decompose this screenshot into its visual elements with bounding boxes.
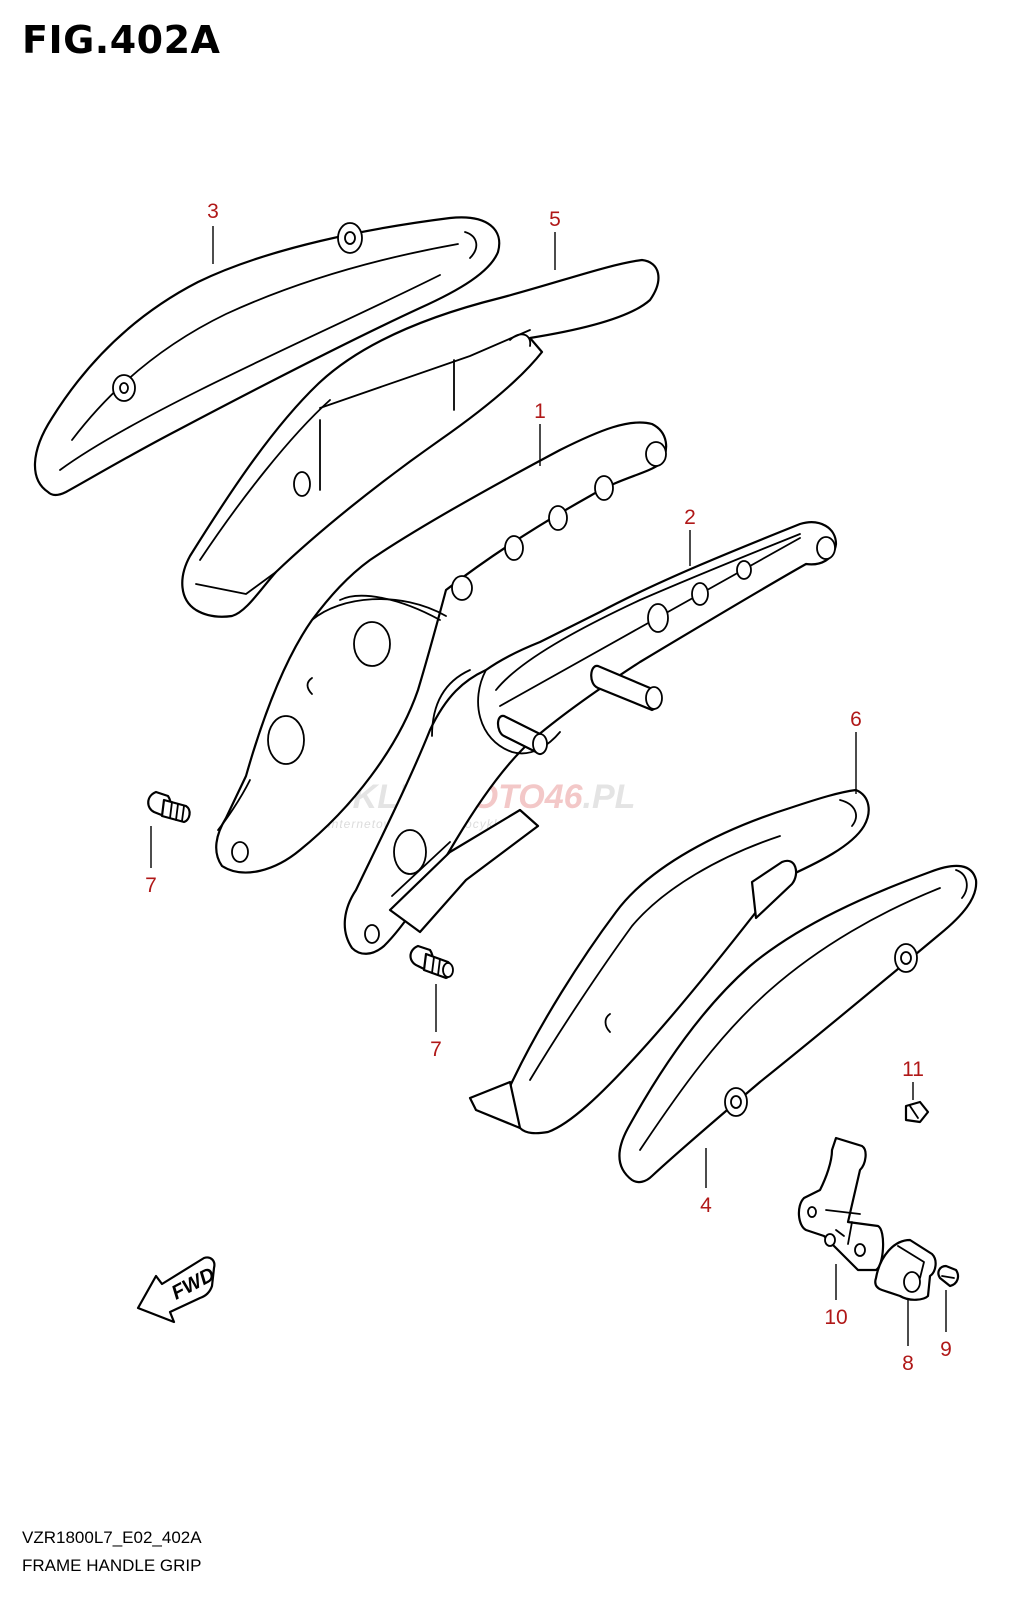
fwd-direction-arrow: FWD (136, 1256, 219, 1324)
watermark-brand-suffix: .PL (583, 778, 636, 816)
part-9-screw (937, 1264, 960, 1288)
callout-7-left: 7 (145, 874, 157, 897)
part-4-grip-cover (618, 864, 978, 1184)
figure-model-code: VZR1800L7_E02_402A (22, 1528, 202, 1547)
figure-title: FIG.402A (22, 18, 221, 62)
callout-4: 4 (700, 1194, 712, 1217)
callout-3: 3 (207, 200, 219, 223)
leader-lines (150, 226, 947, 1346)
part-11-bolt (904, 1100, 930, 1124)
part-6-handle-cover (468, 788, 870, 1135)
part-3-grip-cover (33, 216, 501, 497)
part-10-mounting-plate (797, 1136, 885, 1272)
part-8-clamp (874, 1238, 937, 1301)
callout-10: 10 (824, 1306, 847, 1329)
part-2-bracket (343, 521, 838, 955)
callout-8: 8 (902, 1352, 914, 1375)
figure-name: FRAME HANDLE GRIP (22, 1556, 202, 1575)
callout-5: 5 (549, 208, 561, 231)
part-7-bolt-left (147, 790, 191, 824)
callouts: 3 5 1 2 6 7 7 11 4 10 8 9 (145, 200, 952, 1375)
callout-11: 11 (902, 1058, 924, 1081)
callout-6: 6 (850, 708, 862, 731)
part-5-handle-cover (181, 258, 660, 618)
part-7-bolt-center (409, 944, 454, 980)
part-1-bracket (215, 421, 668, 874)
callout-2: 2 (684, 506, 696, 529)
callout-7-center: 7 (430, 1038, 442, 1061)
callout-1: 1 (534, 400, 546, 423)
callout-9: 9 (940, 1338, 952, 1361)
